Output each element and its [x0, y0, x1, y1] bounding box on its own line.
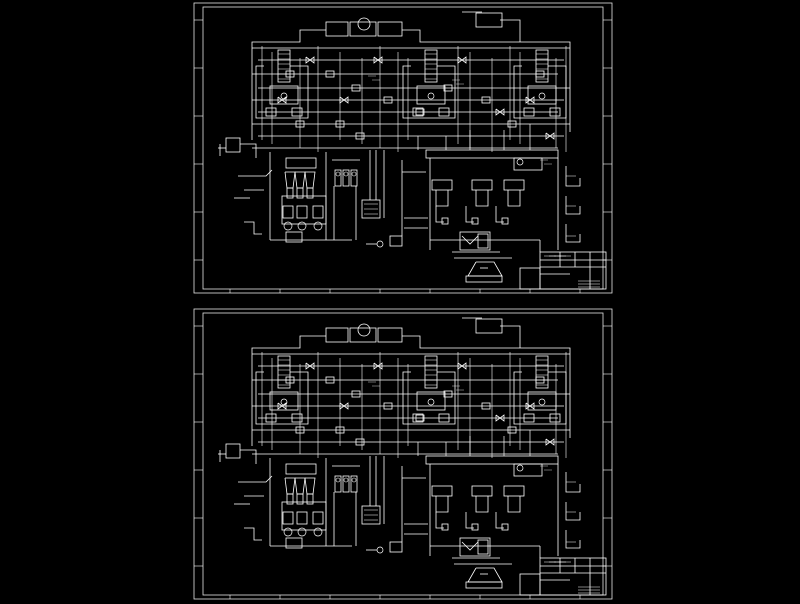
interconnect-pipes: [402, 124, 541, 252]
instrument-tags: [277, 362, 555, 446]
filter-columns: [332, 465, 360, 546]
tower-left: [255, 355, 309, 425]
sheet-outer-frame: [193, 308, 613, 600]
feed-preparation-section: [218, 137, 352, 243]
tower-right: [513, 49, 567, 119]
drawing-sheet-bottom: [193, 308, 613, 600]
interconnect-pipes: [402, 430, 541, 558]
drawing-sheet-top: [193, 2, 613, 294]
sheet-outer-frame: [193, 2, 613, 294]
annotation-marks: [368, 75, 552, 165]
title-block: [519, 557, 607, 596]
sheet-inner-border: [202, 312, 604, 596]
process-piping-buses: [252, 352, 570, 458]
sheet-inner-border: [202, 6, 604, 290]
title-block: [519, 251, 607, 290]
filter-columns: [332, 159, 360, 240]
center-tank-and-pump: [361, 456, 403, 554]
center-tank-and-pump: [361, 150, 403, 248]
feed-preparation-section: [218, 443, 352, 549]
separation-section: [425, 149, 581, 283]
top-header-units: [251, 11, 571, 140]
annotation-marks: [368, 381, 552, 471]
process-piping-buses: [252, 46, 570, 152]
top-header-units: [251, 317, 571, 446]
separation-section: [425, 455, 581, 589]
instrument-tags: [277, 56, 555, 140]
